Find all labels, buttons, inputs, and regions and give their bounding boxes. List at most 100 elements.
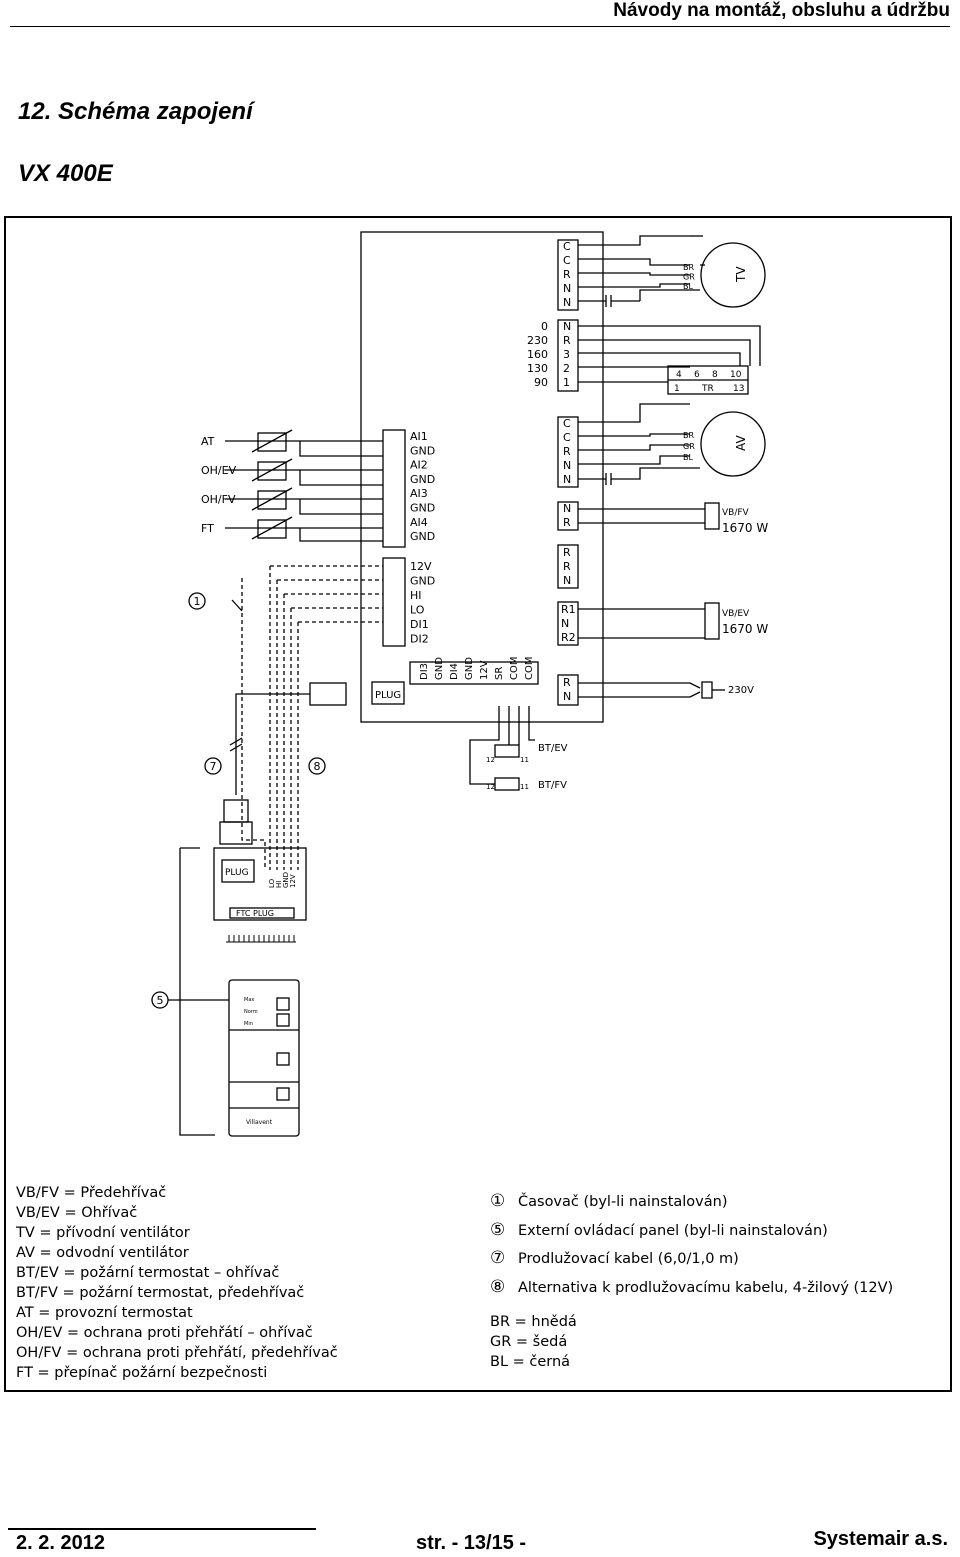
header-rule [10,26,950,27]
footer-rule [8,1528,316,1530]
vbfv-terminal-block [557,501,579,531]
terminal-label: GND [410,502,435,515]
sensor-label: FT [201,522,214,535]
transformer-terminal-block [557,319,579,392]
transformer-pin: 4 [676,370,682,380]
vbev-terminal-block [557,601,579,646]
wire-label: BR [683,263,694,272]
transformer-pin: 8 [712,370,718,380]
terminal-label: LO [410,604,425,617]
terminal-label: DI4 [449,663,460,680]
transformer-pin: 1 [674,384,680,394]
heater-power: 1670 W [722,521,768,535]
callout-number: ⑧ [490,1276,506,1297]
bt-ev-thermostat [494,744,520,758]
heater-label: VB/FV [722,508,750,518]
digital-terminal-strip [382,557,406,647]
callout-number: 5 [157,994,164,1007]
document-header: Návody na montáž, obsluhu a údržbu [613,0,950,21]
callout-number: 8 [314,760,321,773]
av-terminal-block [557,416,579,488]
sensor-label: OH/FV [201,493,236,506]
vbev-heater-symbol [704,602,720,640]
ftc-pin-label: HI [275,881,283,888]
wire-color-item: BL = černá [490,1354,571,1370]
ftc-label-box [229,907,295,919]
external-control-panel [228,979,300,1137]
terminal-label: 12V [479,660,490,680]
tv-terminal-block [557,239,579,311]
terminal-label: R [563,676,571,689]
cable-plug [223,799,249,823]
terminal-label: DI3 [419,663,430,680]
sensor-label: OH/EV [201,464,237,477]
thermostat-label: BT/FV [538,780,567,791]
panel-up-button[interactable] [276,997,290,1011]
model-title: VX 400E [18,160,113,187]
terminal-label: 2 [563,362,570,375]
wire-label: GR [683,273,695,282]
callout-number: ⑦ [490,1248,506,1268]
terminal-label: GND [410,575,435,588]
section-title: 12. Schéma zapojení [18,98,253,125]
terminal-label: N [563,320,571,333]
terminal-label: GND [410,444,435,457]
vbfv-heater-symbol [704,502,720,530]
terminal-label: COM [509,657,520,680]
sensor-label: AT [201,435,215,448]
legend-callout-item: ① Časovač (byl-li nainstalován) [490,1188,893,1217]
voltage-label: 90 [534,376,548,389]
legend-item: BT/FV = požární termostat, předehřívač [16,1285,305,1301]
transformer-pin: 6 [694,370,700,380]
bottom-terminal-strip [409,661,539,685]
terminal-label: DI1 [410,618,429,631]
legend-item: OH/FV = ochrana proti přehřátí, předehří… [16,1345,338,1361]
footer-company: Systemair a.s. [813,1528,948,1550]
ftc-plug-label: PLUG [225,868,249,878]
wire-color-item: GR = šedá [490,1334,568,1350]
terminal-label: R1 [561,603,576,616]
terminal-label: GND [434,657,445,680]
terminal-label: R [563,560,571,573]
sensor-ft-symbol [257,519,287,539]
plug-label: PLUG [375,690,401,701]
legend-item: AT = provozní termostat [16,1305,193,1321]
legend-abbreviations: VB/FV = Předehřívač VB/EV = Ohřívač TV =… [16,1183,338,1383]
callout-number: ① [490,1191,506,1211]
terminal-label: C [563,417,571,430]
heater-power: 1670 W [722,622,768,636]
terminal-label: N [563,502,571,515]
terminal-label: COM [524,657,535,680]
motor-label: TV [734,266,748,283]
sensor-ohev-symbol [257,461,287,481]
terminal-label: N [563,282,571,295]
panel-fan-button[interactable] [276,1087,290,1101]
terminal-label: AI3 [410,487,428,500]
legend-wire-colors: BR = hnědá GR = šedá BL = černá [490,1312,577,1372]
terminal-label: SR [494,667,505,680]
terminal-label: GND [410,473,435,486]
thermostat-pin: 11 [520,756,529,764]
callout-7-circle [204,757,222,775]
panel-temp-down-button[interactable] [276,1052,290,1066]
terminal-label: R2 [561,631,576,644]
transformer-pin: 10 [730,370,742,380]
terminal-label: AI2 [410,459,428,472]
legend-item: BT/EV = požární termostat – ohřívač [16,1265,280,1281]
terminal-label: C [563,254,571,267]
callout-text: Časovač (byl-li nainstalován) [518,1194,728,1210]
footer-page-number: str. - 13/15 - [416,1532,527,1554]
transformer-pin: 13 [733,384,744,394]
ftc-plug-title: FTC PLUG [236,909,274,918]
wire-label: BL [683,282,693,291]
wire-label: GR [683,442,695,451]
terminal-label: HI [410,589,422,602]
callout-number: ⑤ [490,1219,506,1240]
sensor-ohfv-symbol [257,490,287,510]
panel-down-button[interactable] [276,1013,290,1027]
ftc-pin-label: 12V [289,874,297,888]
diagram-frame [4,216,952,1392]
